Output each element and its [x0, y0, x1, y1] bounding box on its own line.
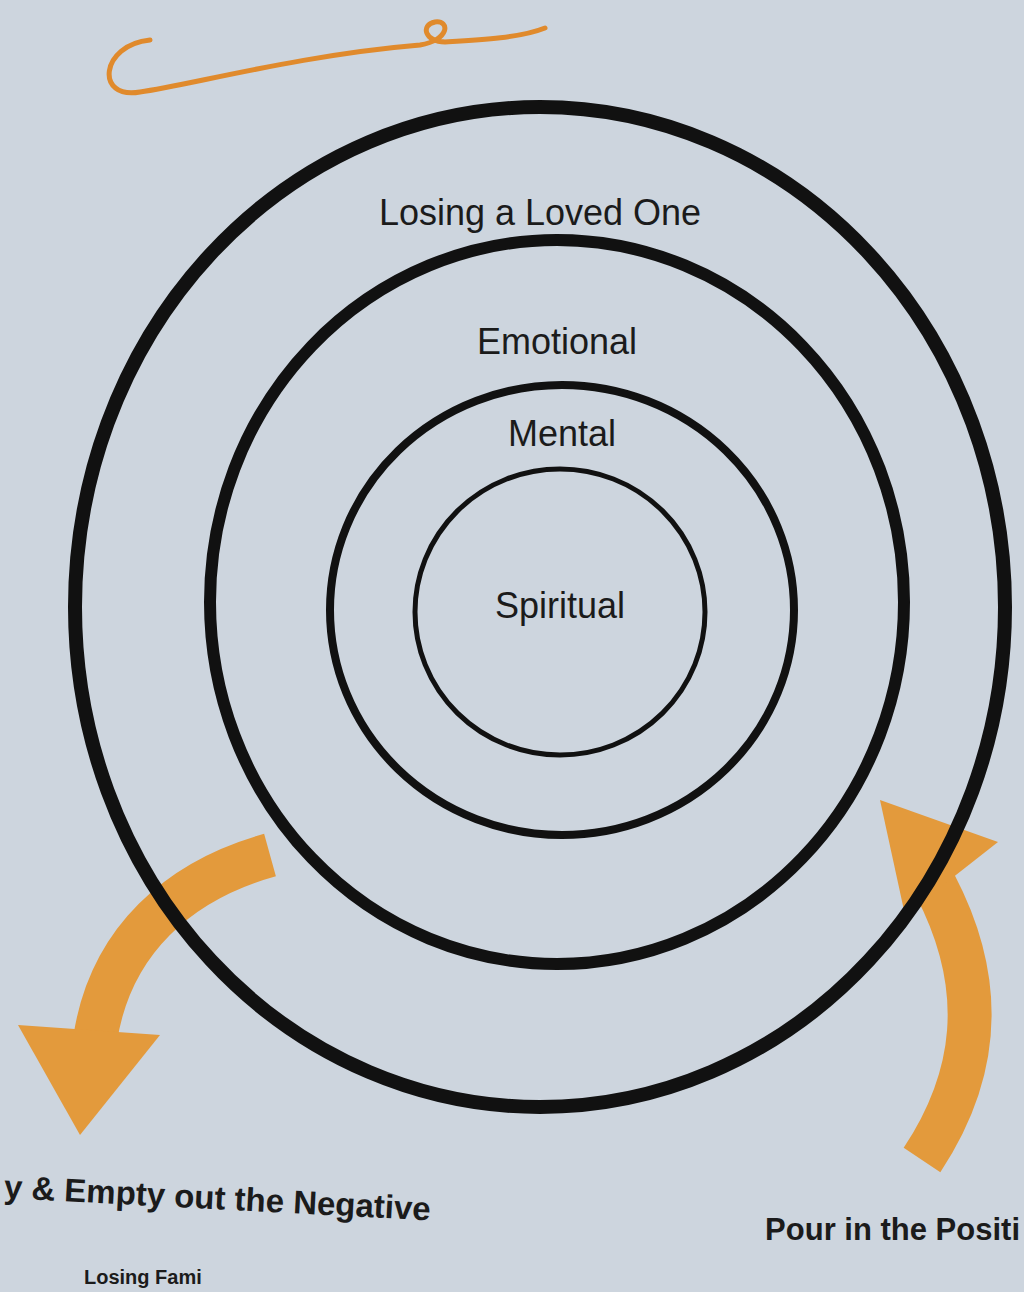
note-label: Losing Fami	[84, 1266, 202, 1289]
title-swirl	[109, 22, 545, 93]
ring-circle: Losing a Loved OneEmotionalMentalSpiritu…	[75, 107, 1005, 1107]
ring-circle: MentalSpiritual	[330, 385, 794, 835]
note-label: Pour in the Positi	[765, 1212, 1020, 1248]
ring-label: Emotional	[210, 322, 904, 362]
ring-stroke	[210, 240, 904, 964]
empty-arrow-head	[18, 1025, 160, 1135]
ring-label: Mental	[330, 414, 794, 454]
pour-arrow-shaft	[922, 885, 970, 1160]
ring-stroke	[75, 107, 1005, 1107]
ring-stroke	[415, 469, 705, 755]
ring-circle: Spiritual	[415, 469, 705, 755]
ring-circle: EmotionalMentalSpiritual	[210, 240, 904, 964]
ring-label: Spiritual	[415, 586, 705, 626]
note-label: y & Empty out the Negative	[3, 1168, 432, 1228]
ring-label: Losing a Loved One	[75, 193, 1005, 233]
empty-arrow-shaft	[95, 855, 270, 1040]
ring-stroke	[330, 385, 794, 835]
